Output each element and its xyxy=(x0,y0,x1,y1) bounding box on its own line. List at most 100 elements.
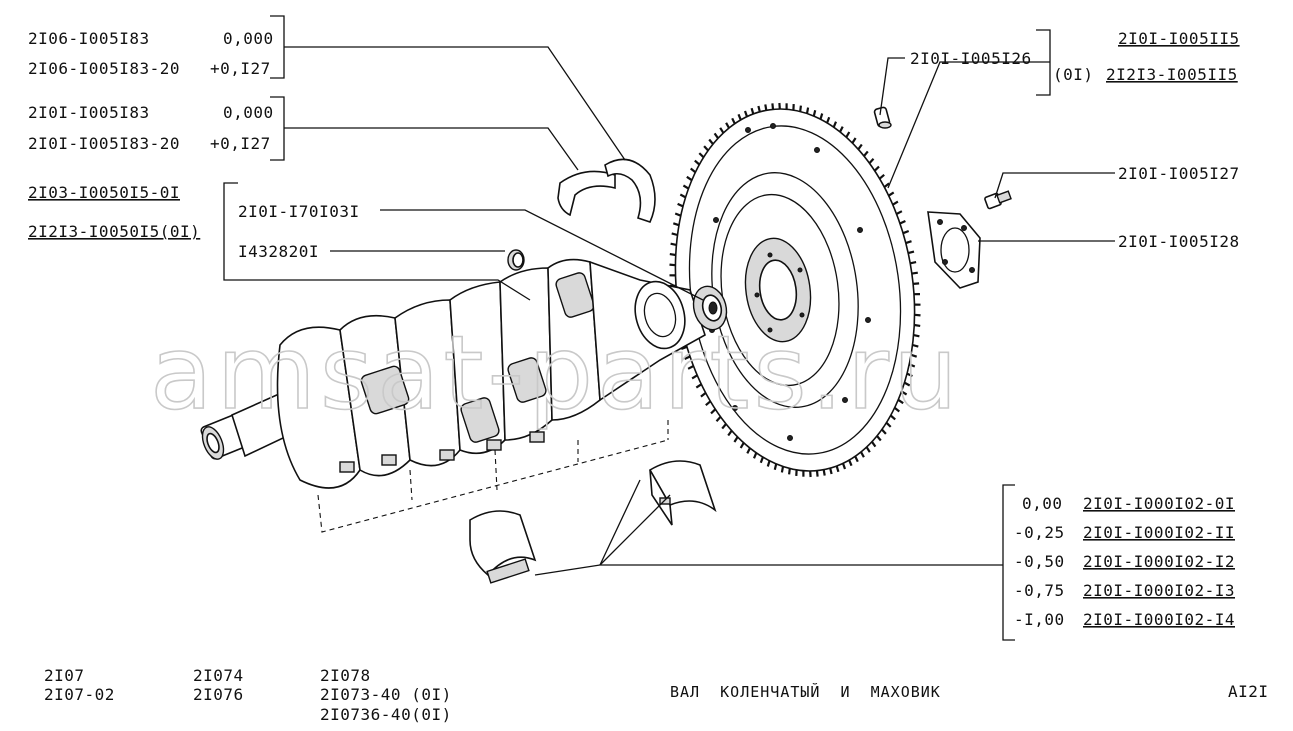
gear-tooth xyxy=(679,193,687,199)
gear-tooth xyxy=(680,345,688,351)
flywheel-bolt[interactable] xyxy=(873,106,892,129)
bearing-size: -0,50 xyxy=(1014,552,1065,571)
gear-tooth xyxy=(876,435,882,442)
washer-part-number: 2I0I-I005I28 xyxy=(1118,232,1240,251)
gear-tooth xyxy=(871,441,877,448)
gear-tooth xyxy=(773,463,778,470)
gear-tooth xyxy=(684,355,691,360)
gear-tooth xyxy=(913,282,920,285)
gear-tooth xyxy=(771,103,775,110)
gear-tooth xyxy=(695,383,702,389)
model-code: 2I074 xyxy=(193,666,244,685)
gear-tooth xyxy=(757,105,761,113)
flywheel-part-link[interactable]: 2I2I3-I005II5 xyxy=(1106,65,1238,84)
part-number: 2I0I-I005I83-20 xyxy=(28,134,180,153)
bearing-part-link[interactable]: 2I0I-I000I02-I2 xyxy=(1083,552,1235,571)
flywheel-part-link[interactable]: 2I0I-I005II5 xyxy=(1118,29,1240,48)
bearing-size: 0,00 xyxy=(1022,494,1063,513)
thrust-half-washer-1[interactable] xyxy=(557,170,616,217)
flywheel[interactable] xyxy=(653,93,937,486)
gear-tooth xyxy=(799,105,802,112)
model-code: 2I076 xyxy=(193,685,244,704)
gear-tooth xyxy=(752,452,758,459)
gear-tooth xyxy=(857,143,863,150)
main-bearing-shell-upper[interactable] xyxy=(648,460,717,526)
gear-tooth xyxy=(854,455,859,463)
washer-bolt-part-number: 2I0I-I005I27 xyxy=(1118,164,1240,183)
gear-tooth xyxy=(914,323,921,327)
gear-tooth xyxy=(703,145,709,152)
crankshaft-part-link[interactable]: 2I03-I0050I5-0I xyxy=(28,183,180,202)
flywheel-washer-plate[interactable] xyxy=(927,211,981,289)
gear-tooth xyxy=(889,414,896,421)
main-bearing-shell-lower[interactable] xyxy=(469,510,537,584)
gear-tooth xyxy=(788,468,791,475)
variant-prefix: (0I) xyxy=(1053,65,1094,84)
gear-tooth xyxy=(899,220,906,225)
gear-tooth xyxy=(881,428,887,435)
model-code: 2I07 xyxy=(44,666,85,685)
gear-tooth xyxy=(764,104,768,111)
gear-tooth xyxy=(715,416,722,422)
leader-lines xyxy=(223,15,1115,641)
pilot-bearing[interactable] xyxy=(689,283,731,334)
gear-tooth xyxy=(710,408,717,415)
gear-tooth xyxy=(832,121,838,128)
gear-tooth xyxy=(822,469,826,476)
gear-tooth xyxy=(674,212,682,217)
gear-tooth xyxy=(731,117,736,125)
gear-tooth xyxy=(905,240,912,245)
bearing-part-link[interactable]: 2I0I-I000I02-0I xyxy=(1083,494,1235,513)
thrust-half-washer-2[interactable] xyxy=(604,158,656,223)
gear-tooth xyxy=(687,365,695,370)
gear-tooth xyxy=(812,110,817,117)
gear-tooth xyxy=(819,113,824,120)
size-value: +0,I27 xyxy=(210,134,271,153)
gear-tooth xyxy=(878,173,885,180)
bearing-part-link[interactable]: 2I0I-I000I02-I3 xyxy=(1083,581,1235,600)
gear-tooth xyxy=(721,423,727,430)
gear-tooth xyxy=(873,165,880,172)
crankshaft[interactable] xyxy=(198,258,706,489)
crankshaft-part-link[interactable]: 2I2I3-I0050I5(0I) xyxy=(28,222,200,241)
gear-tooth xyxy=(725,122,730,129)
gear-tooth xyxy=(700,392,707,398)
gear-tooth xyxy=(746,447,751,454)
gear-tooth xyxy=(909,261,917,265)
page-code: AI2I xyxy=(1228,682,1269,701)
gear-tooth xyxy=(719,127,725,134)
gear-tooth xyxy=(669,253,676,257)
flywheel-ring-gear-teeth xyxy=(669,102,921,478)
gear-tooth xyxy=(690,167,697,174)
gear-tooth xyxy=(835,465,840,473)
gear-tooth xyxy=(885,421,892,428)
gear-tooth xyxy=(839,126,844,133)
label-group-crankshaft: 2I03-I0050I5-0I 2I2I3-I0050I5(0I) 2I0I-I… xyxy=(28,183,359,261)
gear-tooth xyxy=(829,467,833,475)
gear-tooth xyxy=(892,200,899,206)
size-value: 0,000 xyxy=(223,103,274,122)
bearing-part-link[interactable]: 2I0I-I000I02-I4 xyxy=(1083,610,1235,629)
washer-bolt[interactable] xyxy=(984,190,1012,210)
gear-tooth xyxy=(737,113,742,121)
crankshaft-plug[interactable] xyxy=(507,249,525,271)
model-code: 2I07-02 xyxy=(44,685,115,704)
gear-tooth xyxy=(671,232,678,237)
gear-tooth xyxy=(826,116,831,124)
gear-tooth xyxy=(903,381,911,387)
gear-tooth xyxy=(713,132,719,139)
gear-tooth xyxy=(860,451,865,458)
label-group-flywheel: 2I0I-I005I26 2I0I-I005II5 (0I) 2I2I3-I00… xyxy=(910,29,1240,251)
bearing-part-link[interactable]: 2I0I-I000I02-II xyxy=(1083,523,1235,542)
gear-tooth xyxy=(913,334,920,338)
gear-tooth xyxy=(743,110,749,117)
bearing-size: -0,25 xyxy=(1014,523,1065,542)
gear-tooth xyxy=(841,463,847,470)
gear-tooth xyxy=(694,159,701,166)
diagram-title: ВАЛ КОЛЕНЧАТЫЙ И МАХОВИК xyxy=(670,682,941,701)
gear-tooth xyxy=(910,353,918,358)
gear-tooth xyxy=(686,175,693,182)
gear-tooth xyxy=(902,229,910,235)
gear-tooth xyxy=(907,250,915,255)
gear-tooth xyxy=(895,210,903,215)
